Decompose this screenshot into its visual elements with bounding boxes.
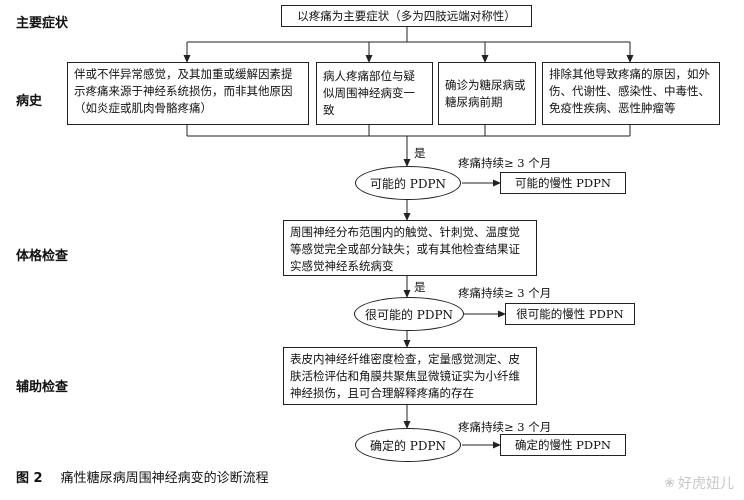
figure-caption: 图 2 痛性糖尿病周围神经病变的诊断流程 <box>16 467 269 486</box>
section-label-main-symptom: 主要症状 <box>16 16 69 31</box>
probable-chronic-pdpn-box: 很可能的慢性 PDPN <box>505 303 635 325</box>
possible-pdpn-node: 可能的 PDPN <box>355 166 461 200</box>
watermark-text: 好虎妞儿 <box>678 476 734 492</box>
watermark: ❀ 好虎妞儿 <box>664 473 734 493</box>
edge-label-yes-1: 是 <box>414 146 426 160</box>
edge-label-duration-1: 疼痛持续≥ 3 个月 <box>458 156 552 170</box>
possible-chronic-pdpn-box: 可能的慢性 PDPN <box>500 172 626 194</box>
watermark-logo-icon: ❀ <box>664 475 675 491</box>
figure-number: 图 2 <box>16 471 43 486</box>
probable-pdpn-node: 很可能的 PDPN <box>354 297 464 331</box>
physical-exam-box: 周围神经分布范围内的触觉、针刺觉、温度觉等感觉完全或部分缺失；或有其他检查结果证… <box>283 220 537 276</box>
history-box-diabetes-diagnosis: 确诊为糖尿病或糖尿病前期 <box>438 62 536 125</box>
definite-chronic-pdpn-box: 确定的慢性 PDPN <box>500 434 626 456</box>
figure-title: 痛性糖尿病周围神经病变的诊断流程 <box>60 471 269 486</box>
history-box-exclude-other-causes: 排除其他导致疼痛的原因，如外伤、代谢性、感染性、中毒性、免疫性疾病、恶性肿瘤等 <box>542 62 720 125</box>
edge-label-yes-2: 是 <box>414 280 426 294</box>
section-label-auxiliary-exam: 辅助检查 <box>16 380 69 395</box>
main-symptom-box: 以疼痛为主要症状（多为四肢远端对称性） <box>281 5 532 27</box>
section-label-history: 病史 <box>16 94 43 109</box>
edge-label-duration-2: 疼痛持续≥ 3 个月 <box>458 286 552 300</box>
edge-label-duration-3: 疼痛持续≥ 3 个月 <box>458 420 552 434</box>
definite-pdpn-node: 确定的 PDPN <box>355 428 461 462</box>
auxiliary-exam-box: 表皮内神经纤维密度检查，定量感觉测定、皮肤活检评估和角膜共聚焦显微镜证实为小纤维… <box>283 347 537 405</box>
history-box-neural-origin: 伴或不伴异常感觉，及其加重或缓解因素提示疼痛来源于神经系统损伤，而非其他原因（如… <box>67 62 309 125</box>
section-label-physical-exam: 体格检查 <box>16 249 69 264</box>
history-box-pain-location: 病人疼痛部位与疑似周围神经病变一致 <box>316 62 433 125</box>
